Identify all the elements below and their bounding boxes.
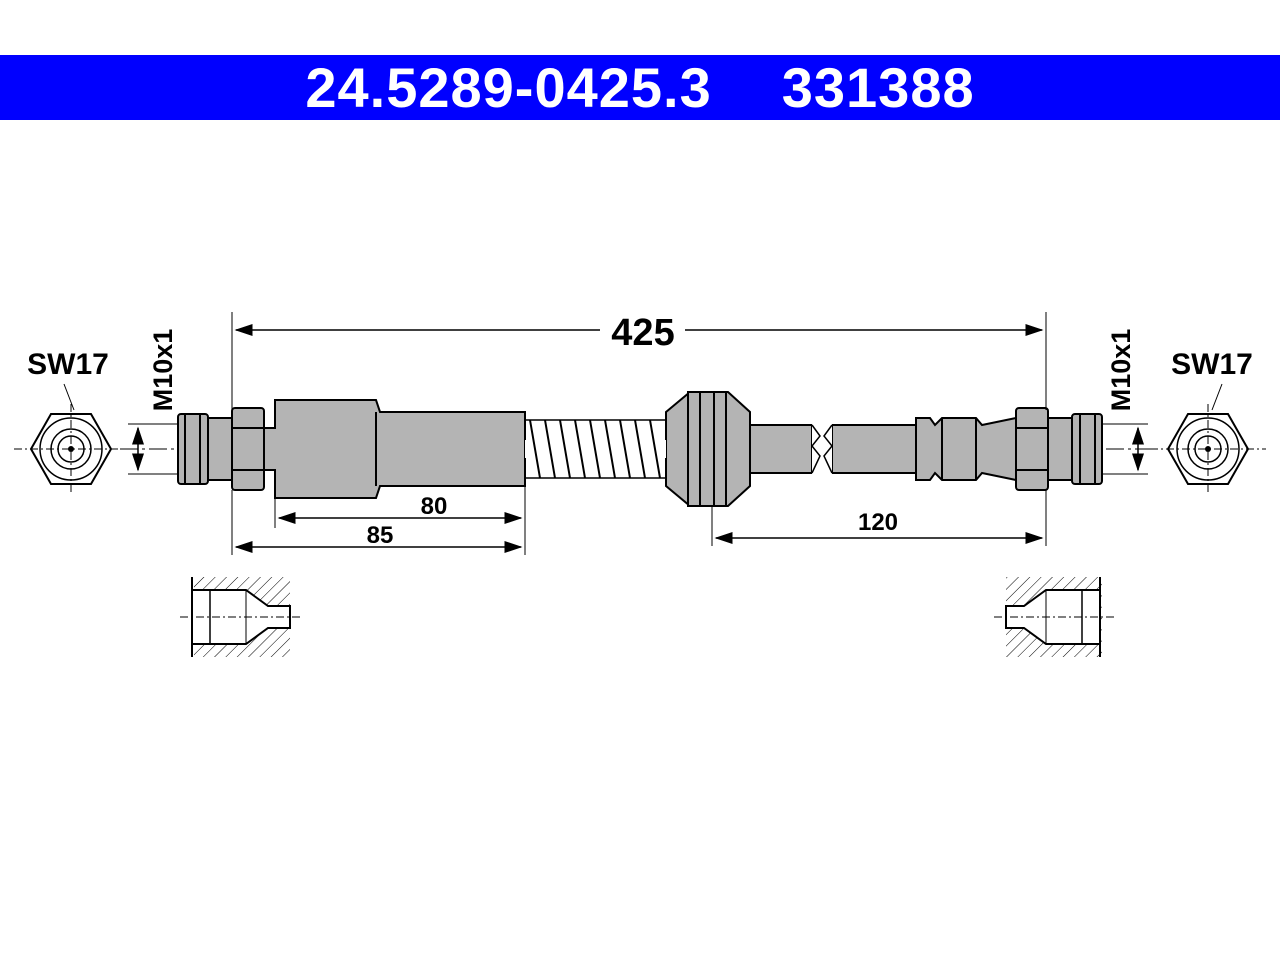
right-port-section (994, 577, 1114, 657)
overall-length-dimension (231, 312, 1047, 410)
part-number: 24.5289-0425.3 (305, 56, 712, 119)
left-thread-dimension (128, 423, 180, 475)
article-code: 331388 (781, 56, 975, 119)
left-thread-size: M10x1 (148, 329, 178, 412)
hose-assembly (177, 391, 1103, 507)
spring-guard (525, 419, 666, 479)
left-fitting-length-label: 85 (367, 522, 394, 549)
right-section-dimension (711, 490, 1047, 546)
left-fitting-dimension (231, 490, 523, 555)
sleeve-dimension (274, 486, 526, 555)
overall-length-label: 425 (611, 312, 674, 354)
left-wrench-size: SW17 (27, 348, 109, 381)
left-hex-view (14, 383, 128, 494)
sleeve-length-label: 80 (421, 493, 448, 520)
right-thread-size: M10x1 (1106, 329, 1136, 412)
right-wrench-size: SW17 (1171, 348, 1253, 381)
left-port-section (180, 577, 300, 657)
right-thread-dimension (1095, 423, 1148, 475)
break-mark (811, 420, 833, 478)
right-section-length-label: 120 (858, 509, 898, 536)
right-hex-view (1150, 383, 1266, 494)
title-bar: 24.5289-0425.3 331388 (0, 55, 1280, 120)
